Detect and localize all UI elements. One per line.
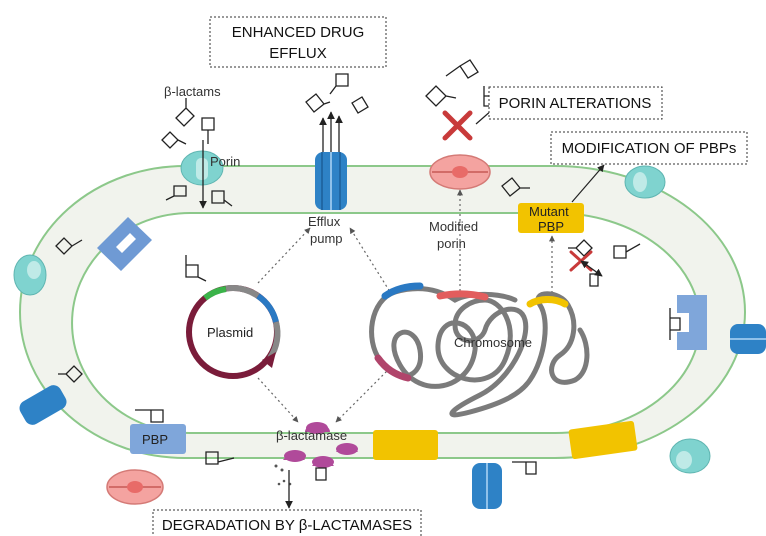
efflux-pump-right — [730, 324, 766, 354]
modified-porin-label-1: Modified — [429, 219, 478, 234]
plasmid: Plasmid — [186, 285, 281, 379]
efflux-pump-bottom — [472, 463, 502, 509]
beta-lactamases — [283, 422, 358, 468]
plasmid-gene-grey — [225, 285, 260, 299]
mutant-pbp-bottom-mid — [373, 430, 438, 460]
box-porin-alterations: PORIN ALTERATIONS — [488, 86, 663, 120]
porin-left — [13, 254, 47, 296]
plasmid-label: Plasmid — [207, 325, 253, 340]
mutant-pbp-bottom-right — [568, 420, 638, 460]
modified-porins — [106, 154, 491, 505]
box-enhanced-drug-efflux: ENHANCED DRUG EFFLUX — [209, 16, 387, 68]
box-modification-of-pbps: MODIFICATION OF PBPs — [550, 131, 748, 165]
beta-lactams-label: β-lactams — [164, 84, 221, 99]
efflux-pump-label-1: Efflux — [308, 214, 341, 229]
chromosome-strand — [369, 289, 590, 418]
plasmid-gene-blue — [256, 293, 279, 323]
chromosome-gene-red — [436, 290, 489, 301]
blocked-porin-cross — [442, 110, 473, 141]
efflux-pumps — [19, 152, 766, 509]
cell-envelope — [19, 165, 746, 459]
svg-text:ENHANCED DRUG: ENHANCED DRUG — [232, 24, 365, 41]
mutant-pbp-label-2: PBP — [538, 219, 564, 234]
pbp-left-top — [97, 217, 152, 271]
porin-top-right — [624, 165, 666, 199]
plasmid-arrowhead — [262, 352, 276, 368]
porin-top-left — [180, 150, 224, 186]
pbps: PBP — [97, 217, 707, 454]
svg-text:MODIFICATION OF PBPs: MODIFICATION OF PBPs — [562, 140, 737, 157]
svg-text:PBP: PBP — [142, 432, 168, 447]
svg-text:EFFLUX: EFFLUX — [269, 45, 327, 62]
pbp-right — [677, 295, 707, 350]
chromosome — [369, 282, 590, 418]
efflux-arrows — [319, 111, 343, 152]
mutant-pbp-top — [518, 203, 584, 233]
porin-label: Porin — [210, 154, 240, 169]
chromosome-to-efflux-arrow — [349, 227, 393, 296]
porins — [13, 150, 711, 474]
chromosome-label: Chromosome — [454, 335, 532, 350]
svg-text:DEGRADATION BY β-LACTAMASES: DEGRADATION BY β-LACTAMASES — [162, 517, 412, 534]
chromosome-gene-yellow — [526, 296, 569, 308]
modified-porin-bottom — [106, 469, 164, 505]
mutant-pbps — [373, 203, 638, 460]
mutant-pbp-arrow — [580, 260, 603, 277]
pbp-callout-arrow — [571, 164, 605, 203]
efflux-pump-label-2: pump — [310, 231, 343, 246]
modified-porin-label-2: porin — [437, 236, 466, 251]
box-degradation-by-beta-lactamases: DEGRADATION BY β-LACTAMASES — [152, 509, 422, 536]
svg-text:PORIN ALTERATIONS: PORIN ALTERATIONS — [499, 95, 652, 112]
chromosome-gene-blue — [381, 282, 424, 300]
chromosome-gene-maroon — [374, 354, 412, 382]
pbp-bottom-left: PBP — [130, 424, 186, 454]
inner-membrane — [71, 212, 701, 434]
modified-porin-top — [429, 154, 491, 190]
efflux-pump-left — [19, 385, 67, 425]
porin-bottom-right — [669, 438, 711, 474]
beta-lactam-molecules — [55, 59, 681, 481]
gene-connectors — [257, 189, 555, 423]
efflux-pump-top — [315, 152, 347, 210]
mutant-pbp-label-1: Mutant — [529, 204, 569, 219]
plasmid-gene-green — [203, 286, 227, 301]
beta-lactamase-label: β-lactamase — [276, 428, 347, 443]
